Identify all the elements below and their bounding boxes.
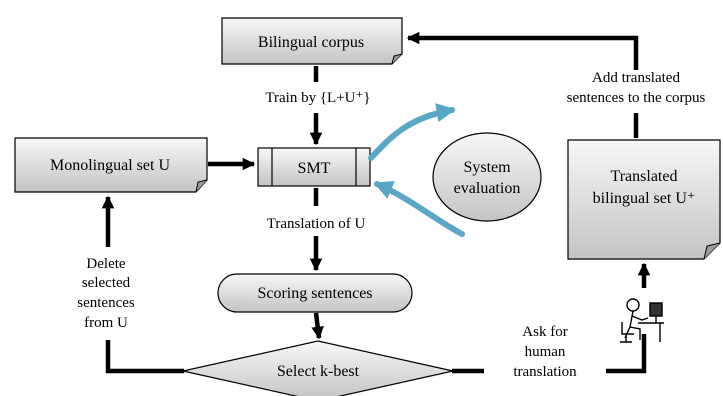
ask-human-line2: human bbox=[525, 344, 566, 360]
bilingual-corpus-box: Bilingual corpus bbox=[221, 17, 403, 65]
scoring-sentences-label: Scoring sentences bbox=[257, 285, 372, 302]
flow-select-left bbox=[105, 340, 184, 374]
delete-selected-line1: Delete bbox=[86, 256, 125, 272]
scoring-sentences-node: Scoring sentences bbox=[217, 273, 413, 313]
delete-selected-line3: sentences bbox=[77, 295, 135, 311]
ask-human-line3: translation bbox=[513, 364, 577, 380]
monolingual-set-box: Monolingual set U bbox=[14, 137, 208, 193]
translated-set-label-line2: bilingual set U⁺ bbox=[593, 190, 696, 207]
flow-to-select-kbest bbox=[311, 312, 324, 340]
system-evaluation-label-line2: evaluation bbox=[454, 180, 521, 197]
bilingual-corpus-label: Bilingual corpus bbox=[258, 34, 364, 51]
smt-label: SMT bbox=[298, 160, 331, 177]
system-evaluation-node: System evaluation bbox=[432, 132, 542, 222]
flow-to-bilingual-corpus bbox=[406, 31, 639, 70]
flow-to-human bbox=[606, 334, 647, 374]
monolingual-set-label: Monolingual set U bbox=[50, 157, 170, 174]
delete-selected-label: Delete selected sentences from U bbox=[77, 256, 135, 331]
add-translated-line1: Add translated bbox=[592, 70, 680, 86]
curved-arrow-evaluation-to-smt bbox=[373, 181, 465, 237]
translated-set-box: Translated bilingual set U⁺ bbox=[567, 139, 721, 260]
add-translated-line2: sentences to the corpus bbox=[567, 90, 706, 106]
curved-arrow-smt-to-evaluation bbox=[368, 103, 456, 161]
smt-box: SMT bbox=[257, 147, 371, 187]
select-kbest-label: Select k-best bbox=[277, 363, 360, 380]
delete-selected-line4: from U bbox=[84, 315, 128, 331]
add-translated-label: Add translated sentences to the corpus bbox=[567, 70, 706, 106]
person-at-computer-icon bbox=[620, 298, 664, 343]
train-by-label: Train by {L+U⁺} bbox=[265, 90, 370, 106]
translation-of-u-label: Translation of U bbox=[267, 216, 366, 232]
ask-human-line1: Ask for bbox=[522, 324, 567, 340]
delete-selected-line2: selected bbox=[82, 275, 131, 291]
system-evaluation-label-line1: System bbox=[463, 159, 511, 176]
select-kbest-node: Select k-best bbox=[182, 340, 454, 396]
translated-set-label-line1: Translated bbox=[611, 168, 678, 185]
ask-human-label: Ask for human translation bbox=[513, 324, 577, 380]
